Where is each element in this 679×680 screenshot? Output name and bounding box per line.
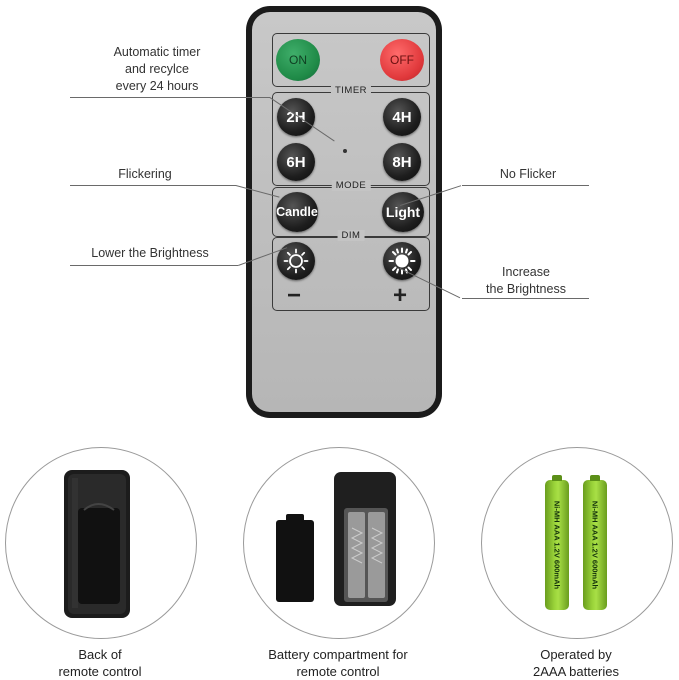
callout-timer-line3: every 24 hours bbox=[115, 79, 199, 93]
on-button[interactable]: ON bbox=[276, 39, 320, 81]
battery-left: Ni-MH AAA 1.2V 600mAh bbox=[545, 475, 569, 610]
minus-symbol: − bbox=[287, 282, 302, 309]
back-remote-circle bbox=[5, 447, 197, 639]
battery-left-cap bbox=[552, 475, 562, 481]
timer-8h-button[interactable]: 8H bbox=[383, 143, 421, 181]
ir-led-dot bbox=[343, 149, 347, 153]
power-panel: ON OFF bbox=[272, 33, 430, 87]
battery-right-cap bbox=[590, 475, 600, 481]
leader-timer bbox=[70, 97, 270, 98]
timer-2h-button[interactable]: 2H bbox=[277, 98, 315, 136]
battery-left-label: Ni-MH AAA 1.2V 600mAh bbox=[552, 500, 562, 590]
plus-symbol: + bbox=[393, 282, 408, 309]
compartment-circle bbox=[243, 447, 435, 639]
caption-compartment: Battery compartment for remote control bbox=[238, 646, 438, 680]
remote-back-image bbox=[64, 470, 130, 618]
caption-compartment-line2: remote control bbox=[296, 664, 380, 679]
caption-back: Back of remote control bbox=[20, 646, 180, 680]
callout-timer-line1: Automatic timer bbox=[113, 45, 201, 59]
caption-batteries-line2: 2AAA batteries bbox=[533, 664, 619, 679]
compartment-image bbox=[276, 472, 396, 606]
dim-label: DIM bbox=[337, 230, 365, 241]
sun-filled-icon bbox=[388, 247, 416, 275]
sun-outline-icon bbox=[283, 248, 309, 274]
callout-timer: Automatic timer and recylce every 24 hou… bbox=[92, 44, 222, 95]
off-button[interactable]: OFF bbox=[380, 39, 424, 81]
leader-lower bbox=[70, 265, 238, 266]
leader-increase bbox=[462, 298, 589, 299]
leader-no-flicker bbox=[462, 185, 589, 186]
mode-label: MODE bbox=[331, 180, 371, 191]
timer-4h-button[interactable]: 4H bbox=[383, 98, 421, 136]
batteries-circle: Ni-MH AAA 1.2V 600mAh Ni-MH AAA 1.2V 600… bbox=[481, 447, 673, 639]
callout-increase-line2: the Brightness bbox=[486, 282, 566, 296]
callout-lower: Lower the Brightness bbox=[91, 246, 209, 260]
caption-compartment-line1: Battery compartment for bbox=[268, 647, 408, 662]
caption-back-line2: remote control bbox=[58, 664, 142, 679]
caption-batteries: Operated by 2AAA batteries bbox=[496, 646, 656, 680]
callout-increase-line1: Increase bbox=[502, 265, 550, 279]
remote-face: ON OFF TIMER 2H 4H 6H 8H MODE Candle Lig… bbox=[252, 12, 436, 412]
remote-control: ON OFF TIMER 2H 4H 6H 8H MODE Candle Lig… bbox=[246, 6, 442, 418]
callout-no-flicker: No Flicker bbox=[499, 167, 557, 181]
callout-flickering: Flickering bbox=[118, 167, 172, 181]
mode-panel: MODE Candle Light bbox=[272, 180, 430, 237]
caption-back-line1: Back of bbox=[78, 647, 122, 662]
battery-right: Ni-MH AAA 1.2V 600mAh bbox=[583, 475, 607, 610]
dim-up-button[interactable] bbox=[383, 242, 421, 280]
dim-panel: DIM bbox=[272, 230, 430, 311]
leader-flickering bbox=[70, 185, 236, 186]
callout-timer-line2: and recylce bbox=[125, 62, 189, 76]
timer-panel: TIMER 2H 4H 6H 8H bbox=[272, 85, 430, 186]
callout-increase: Increase the Brightness bbox=[468, 264, 584, 298]
caption-batteries-line1: Operated by bbox=[540, 647, 612, 662]
battery-right-label: Ni-MH AAA 1.2V 600mAh bbox=[590, 500, 600, 590]
timer-6h-button[interactable]: 6H bbox=[277, 143, 315, 181]
candle-button[interactable]: Candle bbox=[276, 192, 318, 232]
timer-label: TIMER bbox=[330, 85, 372, 96]
